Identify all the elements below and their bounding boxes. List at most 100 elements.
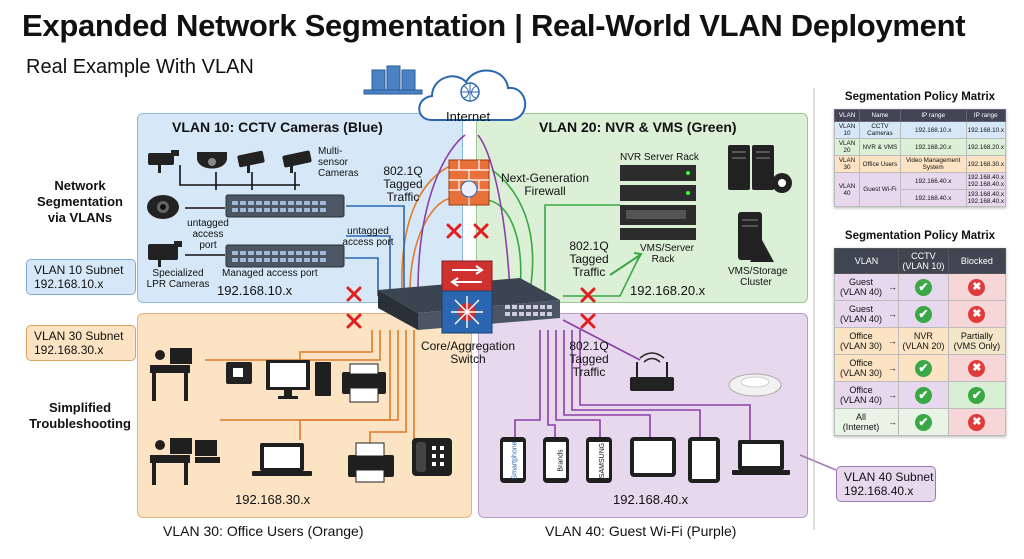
untagged-access-label-2: untagged access port	[342, 226, 394, 248]
lpr-camera-label: Specialized LPR Cameras	[146, 268, 210, 290]
matrix1-header: Name	[859, 109, 901, 122]
cell: VLAN 20	[833, 138, 861, 156]
cell: 192.168.30.x	[965, 155, 1007, 173]
core-switch-icon	[378, 260, 560, 334]
blocked-cell: ✔	[947, 381, 1007, 409]
wifi-router-icon	[630, 352, 674, 391]
matrix1-header: IP range	[899, 109, 967, 122]
printer-icon	[348, 442, 394, 483]
arrow-icon: →	[888, 390, 897, 400]
cell: 192.168.40.x	[899, 189, 967, 207]
check-icon: ✔	[914, 359, 932, 377]
matrix2-title: Segmentation Policy Matrix	[844, 230, 996, 242]
blocked-marks	[346, 223, 596, 329]
blocked-x-icon: ✖	[968, 305, 986, 323]
untagged-access-label: untagged access port	[187, 218, 229, 251]
arrow-icon: →	[888, 363, 897, 373]
cell-line: 192.168.40.x	[967, 181, 1004, 188]
cell-line: 193.168.40.x	[967, 191, 1004, 198]
dome-camera-icon	[197, 152, 227, 169]
cell-line: 192.168.40.x	[967, 198, 1004, 205]
camera-icon	[237, 150, 265, 173]
tablet-icon	[688, 437, 720, 483]
laptop-icon	[732, 440, 790, 475]
cell: Guest Wi-Fi	[859, 172, 901, 207]
target-cell: ✔	[898, 408, 949, 436]
from-label: Office (VLAN 30)	[839, 358, 883, 378]
turret-camera-icon	[147, 195, 179, 219]
desk-phone-icon	[412, 438, 452, 476]
vlan30-subnet-callout: VLAN 30 Subnet 192.168.30.x	[26, 325, 136, 361]
firewall-icon	[448, 159, 490, 206]
core-switch-label: Core/Aggregation Switch	[420, 339, 516, 366]
target-cell: ✔	[898, 300, 949, 328]
cell: 192.168.20.x	[965, 138, 1007, 156]
blocked-x-icon: ✖	[968, 278, 986, 296]
target-cell: ✔	[898, 381, 949, 409]
target-cell: ✔	[898, 273, 949, 301]
blocked-cell: ✖	[947, 354, 1007, 382]
cell: NVR & VMS	[859, 138, 901, 156]
cell: 192.168.10.x	[899, 121, 967, 139]
policy-matrix-1: VLAN Name IP range IP range VLAN 10 CCTV…	[833, 109, 1007, 207]
firewall-label: Next-Generation Firewall	[500, 171, 590, 198]
nvr-rack-label: NVR Server Rack	[620, 152, 699, 163]
storage-cluster-icon	[738, 212, 774, 262]
internet-cloud	[418, 69, 527, 121]
from-label: Office (VLAN 30)	[839, 331, 883, 351]
callout-title: VLAN 30 Subnet	[34, 329, 124, 343]
arrow-icon: →	[888, 309, 897, 319]
blocked-label: Partially (VMS Only)	[953, 331, 1001, 351]
vlan40-subnet-callout: VLAN 40 Subnet 192.168.40.x	[836, 466, 936, 502]
arrow-icon: →	[888, 336, 897, 346]
smartphone-icon	[586, 437, 612, 483]
from-cell: Guest (VLAN 40) →	[834, 273, 899, 301]
printer-icon	[342, 363, 386, 403]
vlan20-subnet: 192.168.20.x	[630, 283, 706, 298]
table-row: Guest (VLAN 40) → ✔ ✖	[834, 300, 1007, 328]
matrix1-title: Segmentation Policy Matrix	[844, 91, 996, 103]
storage-cluster-label: VMS/Storage Cluster	[728, 266, 788, 288]
cell: VLAN 10	[833, 121, 861, 139]
table-row: VLAN 30 Office Users Video Management Sy…	[833, 155, 1007, 173]
page-subtitle: Real Example With VLAN	[26, 56, 254, 78]
target-cell: ✔	[898, 354, 949, 382]
camera-icon	[226, 362, 252, 384]
workstation-icon	[150, 348, 192, 401]
segmentation-side-label: Network Segmentation via VLANs	[37, 178, 123, 225]
table-row: VLAN 40 Guest Wi-Fi 192.166.40.x 192.168…	[833, 172, 1007, 207]
from-cell: Office (VLAN 30) →	[834, 327, 899, 355]
check-icon: ✔	[914, 413, 932, 431]
from-cell: Guest (VLAN 40) →	[834, 300, 899, 328]
cell: Video Management System	[899, 155, 967, 173]
monitor-icon	[266, 360, 310, 399]
tablet-icon	[630, 437, 676, 477]
from-label: Guest (VLAN 40)	[839, 304, 883, 324]
vlan10-tagged-label: 802.1Q Tagged Traffic	[383, 164, 423, 204]
page-title: Expanded Network Segmentation | Real-Wor…	[22, 8, 966, 43]
check-icon: ✔	[968, 386, 986, 404]
blocked-x-icon: ✖	[968, 359, 986, 377]
arrow-icon: →	[888, 417, 897, 427]
from-label: Office (VLAN 40)	[839, 385, 883, 405]
vlan20-title: VLAN 20: NVR & VMS (Green)	[539, 119, 737, 135]
table-row: Office (VLAN 30) → ✔ ✖	[834, 354, 1007, 382]
vms-rack-label: VMS/Server Rack	[640, 243, 694, 265]
cell: 192.168.10.x	[965, 121, 1007, 139]
access-point-icon	[728, 373, 782, 397]
cell: VLAN 30	[833, 155, 861, 173]
multisensor-label: Multi-sensor Cameras	[318, 146, 359, 179]
brand-label-1: Smartphone	[511, 441, 519, 480]
camera-icon	[282, 150, 312, 173]
camera-icon	[148, 150, 179, 173]
from-cell: Office (VLAN 30) →	[834, 354, 899, 382]
vlan30-title: VLAN 30: Office Users (Orange)	[163, 523, 364, 539]
internet-label: Internet	[446, 109, 491, 124]
vlan10-subnet-callout: VLAN 10 Subnet 192.168.10.x	[26, 259, 136, 295]
managed-port-label: Managed access port	[222, 268, 318, 279]
vlan20-tagged-label: 802.1Q Tagged Traffic	[569, 239, 609, 279]
check-icon: ✔	[914, 305, 932, 323]
